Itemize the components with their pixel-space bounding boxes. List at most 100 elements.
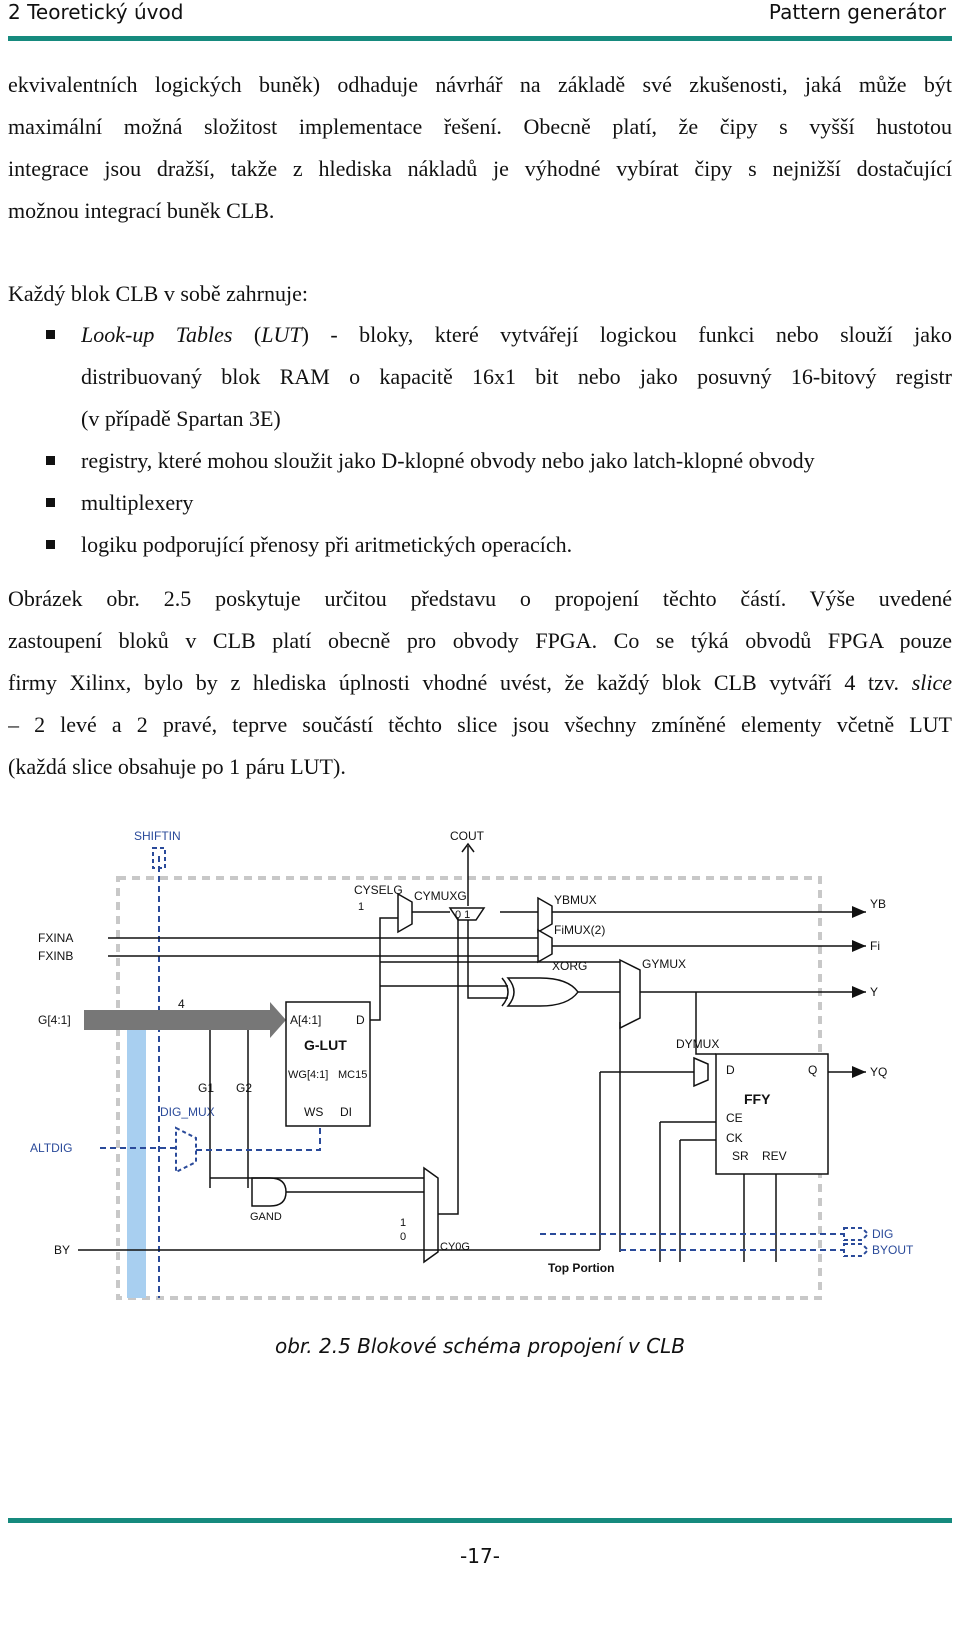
text-line: (v případě Spartan 3E) [81,406,281,431]
ffy-block [715,1053,829,1175]
ce-label: CE [726,1111,743,1125]
g-lut-block [285,1001,371,1127]
ffy-d-label: D [726,1063,735,1077]
text-span: ) - bloky, které vytvářejí logickou funk… [301,322,952,347]
cymuxg-label: CYMUXG [414,889,467,903]
a41-label: A[4:1] [290,1013,321,1027]
y-arrow [852,986,866,998]
ffy-q-label: Q [808,1063,817,1077]
cout-label: COUT [450,829,485,843]
text-line: maximální možná složitost implementace ř… [8,114,952,139]
text-line: distribuovaný blok RAM o kapacitě 16x1 b… [81,364,952,389]
text-line: Každý blok CLB v sobě zahrnuje: [8,281,308,306]
header-rule [8,36,952,41]
bullet-marker [46,330,55,339]
text-line: Look-up Tables (LUT) - bloky, které vytv… [81,322,952,347]
altdig-label: ALTDIG [30,1141,72,1155]
g2-label: G2 [236,1081,252,1095]
and-gate [251,1177,287,1207]
list-item: registry, které mohou sloužit jako D-klo… [8,440,952,482]
ck-label: CK [726,1131,743,1145]
gand-label: GAND [250,1211,282,1223]
text-line: zastoupení bloků v CLB platí obecně pro … [8,628,952,653]
xor-gate-input-arc [501,977,509,1007]
yq-label: YQ [870,1065,887,1079]
bullet-list: Look-up Tables (LUT) - bloky, které vytv… [8,314,952,566]
xor-gate [506,977,579,1007]
dig-mux-label: DIG_MUX [160,1105,215,1119]
fxina-label: FXINA [38,931,73,945]
yb-arrow [852,906,866,918]
figure-reference-paragraph: Obrázek obr. 2.5 poskytuje určitou předs… [8,578,952,788]
cy0g-zero: 0 [400,1231,406,1243]
text-span: firmy Xilinx, bylo by z hlediska úplnost… [8,670,899,695]
text-line: integrace jsou dražší, takže z hlediska … [8,156,952,181]
fi-label: Fi [870,939,880,953]
shiftin-label: SHIFTIN [134,829,181,843]
page-number: -17- [460,1544,500,1568]
bullet-marker [46,498,55,507]
g1-label: G1 [198,1081,214,1095]
figure-caption: obr. 2.5 Blokové schéma propojení v CLB [274,1334,686,1358]
lut-term: Look-up Tables [81,322,233,347]
fxinb-label: FXINB [38,949,73,963]
shiftin-port [152,847,166,869]
cyselg-mux [397,892,413,934]
text-line: – 2 levé a 2 pravé, teprve součástí těch… [8,712,952,737]
ybmux [537,896,553,934]
dig-mux [175,1126,197,1174]
cout-arrow [461,842,475,853]
gymux [619,958,641,1030]
text-line: logiku podporující přenosy při aritmetic… [81,532,573,557]
list-item: Look-up Tables (LUT) - bloky, které vytv… [8,314,952,440]
dig-label: DIG [872,1227,893,1241]
header-section: Pattern generátor [768,0,946,24]
lut-d-wire [370,917,398,1021]
g-lut-title: G-LUT [304,1037,347,1053]
fimux [537,928,553,964]
fimux-label: FiMUX(2) [554,923,605,937]
dig-port [843,1227,870,1241]
text-line: (každá slice obsahuje po 1 páru LUT). [8,754,346,779]
cymuxg-mux [448,907,486,921]
lut-d-label: D [356,1013,365,1027]
list-item: logiku podporující přenosy při aritmetic… [8,524,952,566]
dig-mux-out-line [196,1126,321,1151]
cy0g-mux [423,1166,439,1264]
yb-label: YB [870,897,886,911]
slice-term: slice [911,670,952,695]
gymux-to-ffy-wire [695,992,716,1055]
text-line: ekvivalentních logických buněk) odhaduje… [8,72,952,97]
gymux-label: GYMUX [642,957,686,971]
shift-column-highlight [127,1022,146,1298]
yq-arrow [852,1066,866,1078]
clb-intro: Každý blok CLB v sobě zahrnuje: [8,273,952,315]
di-label: DI [340,1105,352,1119]
y-label: Y [870,985,878,999]
bullet-marker [46,456,55,465]
dymux [693,1056,709,1088]
list-item: multiplexery [8,482,952,524]
text-line: multiplexery [81,490,194,515]
top-portion-label: Top Portion [548,1261,614,1275]
text-line: Obrázek obr. 2.5 poskytuje určitou předs… [8,586,952,611]
cyselg-label: CYSELG [354,883,403,897]
bullet-marker [46,540,55,549]
intro-paragraph: ekvivalentních logických buněk) odhaduje… [8,64,952,232]
rev-label: REV [762,1149,787,1163]
text-line: možnou integrací buněk CLB. [8,198,275,223]
byout-port [843,1243,870,1257]
by-label: BY [54,1243,70,1257]
cy0g-label: CY0G [440,1241,470,1253]
g41-label: G[4:1] [38,1013,71,1027]
xorg-label: XORG [552,959,587,973]
mc15-label: MC15 [338,1069,367,1081]
ybmux-label: YBMUX [554,893,597,907]
footer-rule [8,1518,952,1523]
fi-arrow [852,940,866,952]
lut-abbr: LUT [261,322,302,347]
cymuxg-inputs: 0 1 [455,909,470,921]
sr-label: SR [732,1149,749,1163]
text-line: firmy Xilinx, bylo by z hlediska úplnost… [8,662,952,704]
dymux-label: DYMUX [676,1037,719,1051]
